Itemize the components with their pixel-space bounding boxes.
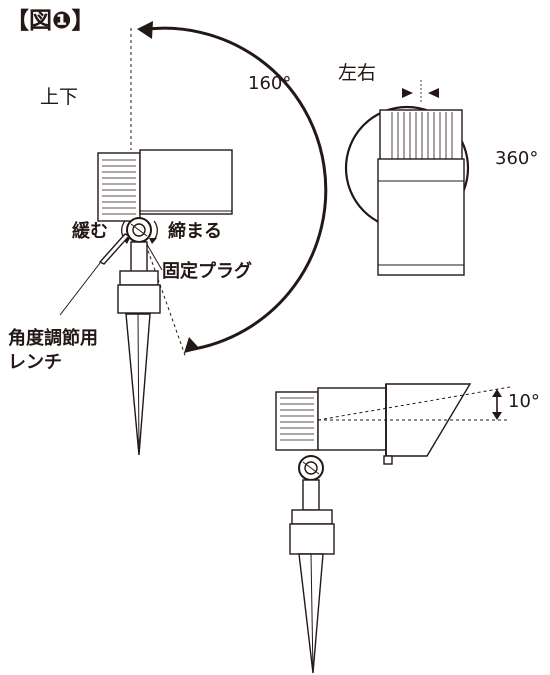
label-wrench-line1: 角度調節用 (8, 328, 98, 349)
label-tighten: 締まる (168, 221, 222, 242)
updown-light-fixture (59, 21, 328, 456)
tilt-view-fixture (275, 383, 511, 674)
figure-title: 【図❶】 (6, 8, 95, 34)
label-up-down: 上下 (40, 86, 79, 108)
label-loosen: 緩む (72, 221, 108, 242)
leftright-top-view (344, 80, 470, 276)
label-angle-10: 10° (508, 391, 540, 412)
label-fixing-plug: 固定プラグ (162, 261, 252, 282)
label-angle-160: 160° (248, 73, 292, 94)
label-angle-360: 360° (495, 148, 539, 169)
label-wrench-line2: レンチ (8, 352, 62, 373)
label-left-right: 左右 (338, 62, 377, 84)
